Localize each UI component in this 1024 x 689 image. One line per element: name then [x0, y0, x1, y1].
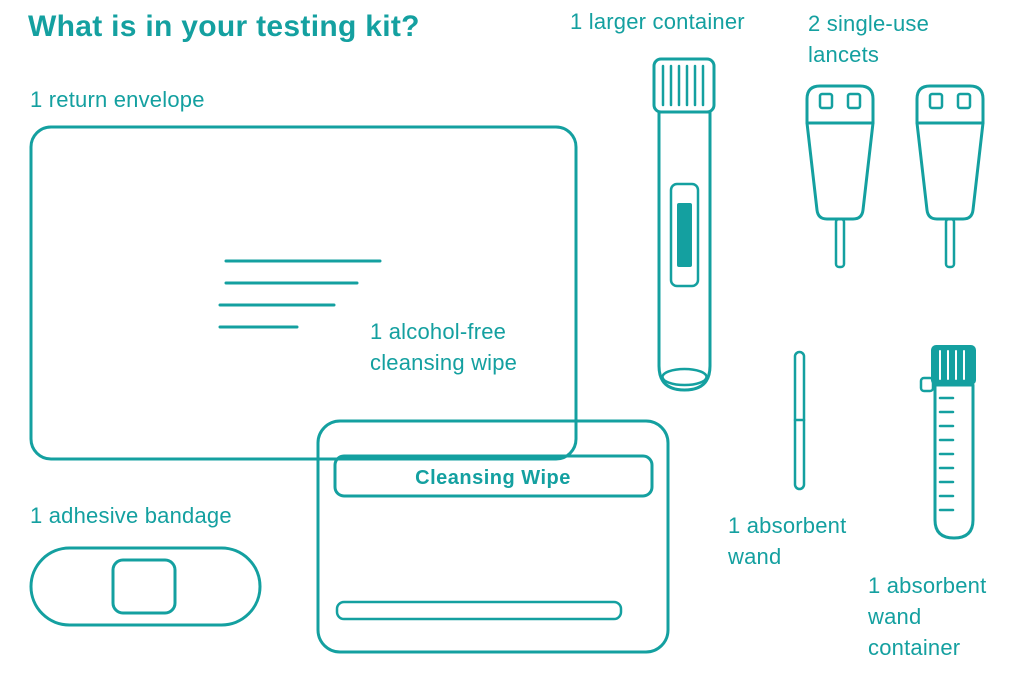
adhesive-bandage-illustration: [29, 546, 262, 627]
lancet-cap-vent: [956, 92, 972, 110]
container-body: [657, 110, 712, 392]
page-title: What is in your testing kit?: [28, 10, 420, 43]
container-window: [669, 182, 700, 288]
label-absorbent-wand-line-2: wand: [728, 544, 782, 569]
return-envelope-illustration: [29, 125, 578, 461]
label-absorbent-wand: 1 absorbent wand: [728, 510, 846, 572]
bandage-outline: [29, 546, 262, 627]
label-absorbent-wand-line-1: 1 absorbent: [728, 513, 847, 538]
envelope-outline: [29, 125, 578, 461]
lancet-cap-vent: [928, 92, 944, 110]
lancet-illustration-1: [805, 84, 875, 269]
label-adhesive-bandage: 1 adhesive bandage: [30, 503, 232, 528]
lancet-cap: [915, 84, 985, 125]
wand-container-body: [933, 383, 975, 540]
wipe-packet-text: Cleansing Wipe: [415, 467, 571, 489]
label-wand-container: 1 absorbent wand container: [868, 570, 986, 663]
larger-container-illustration: [652, 57, 716, 392]
label-cleansing-wipe: 1 alcohol-free cleansing wipe: [370, 316, 517, 378]
bandage-pad: [111, 558, 177, 615]
cleansing-wipe-illustration: Cleansing Wipe: [316, 419, 670, 654]
wand-container-tab: [919, 376, 935, 393]
lancet-cap-vent: [846, 92, 862, 110]
wipe-packet-label-band: [333, 454, 654, 498]
lancet-body: [805, 121, 875, 221]
label-return-envelope: 1 return envelope: [30, 87, 205, 112]
lancet-tip: [944, 217, 956, 269]
label-cleansing-wipe-line-2: cleansing wipe: [370, 350, 518, 375]
label-lancets: 2 single-use lancets: [808, 8, 929, 70]
label-lancets-line-1: 2 single-use: [808, 11, 930, 36]
label-wand-container-line-3: container: [868, 635, 961, 660]
lancet-illustration-2: [915, 84, 985, 269]
absorbent-wand-illustration: [793, 350, 806, 491]
label-wand-container-line-2: wand: [868, 604, 922, 629]
wand-container-illustration: [919, 345, 976, 540]
wipe-packet-tear-strip: [335, 600, 623, 621]
lancet-tip: [834, 217, 846, 269]
label-cleansing-wipe-line-1: 1 alcohol-free: [370, 319, 507, 344]
label-lancets-line-2: lancets: [808, 42, 880, 67]
wand-container-cap: [931, 345, 976, 385]
container-base-rim: [661, 367, 708, 387]
lancet-cap-vent: [818, 92, 834, 110]
wipe-packet-outline: [316, 419, 670, 654]
lancet-cap: [805, 84, 875, 125]
label-wand-container-line-1: 1 absorbent: [868, 573, 987, 598]
lancet-body: [915, 121, 985, 221]
label-larger-container: 1 larger container: [570, 9, 745, 34]
container-sample-fill: [677, 203, 692, 267]
